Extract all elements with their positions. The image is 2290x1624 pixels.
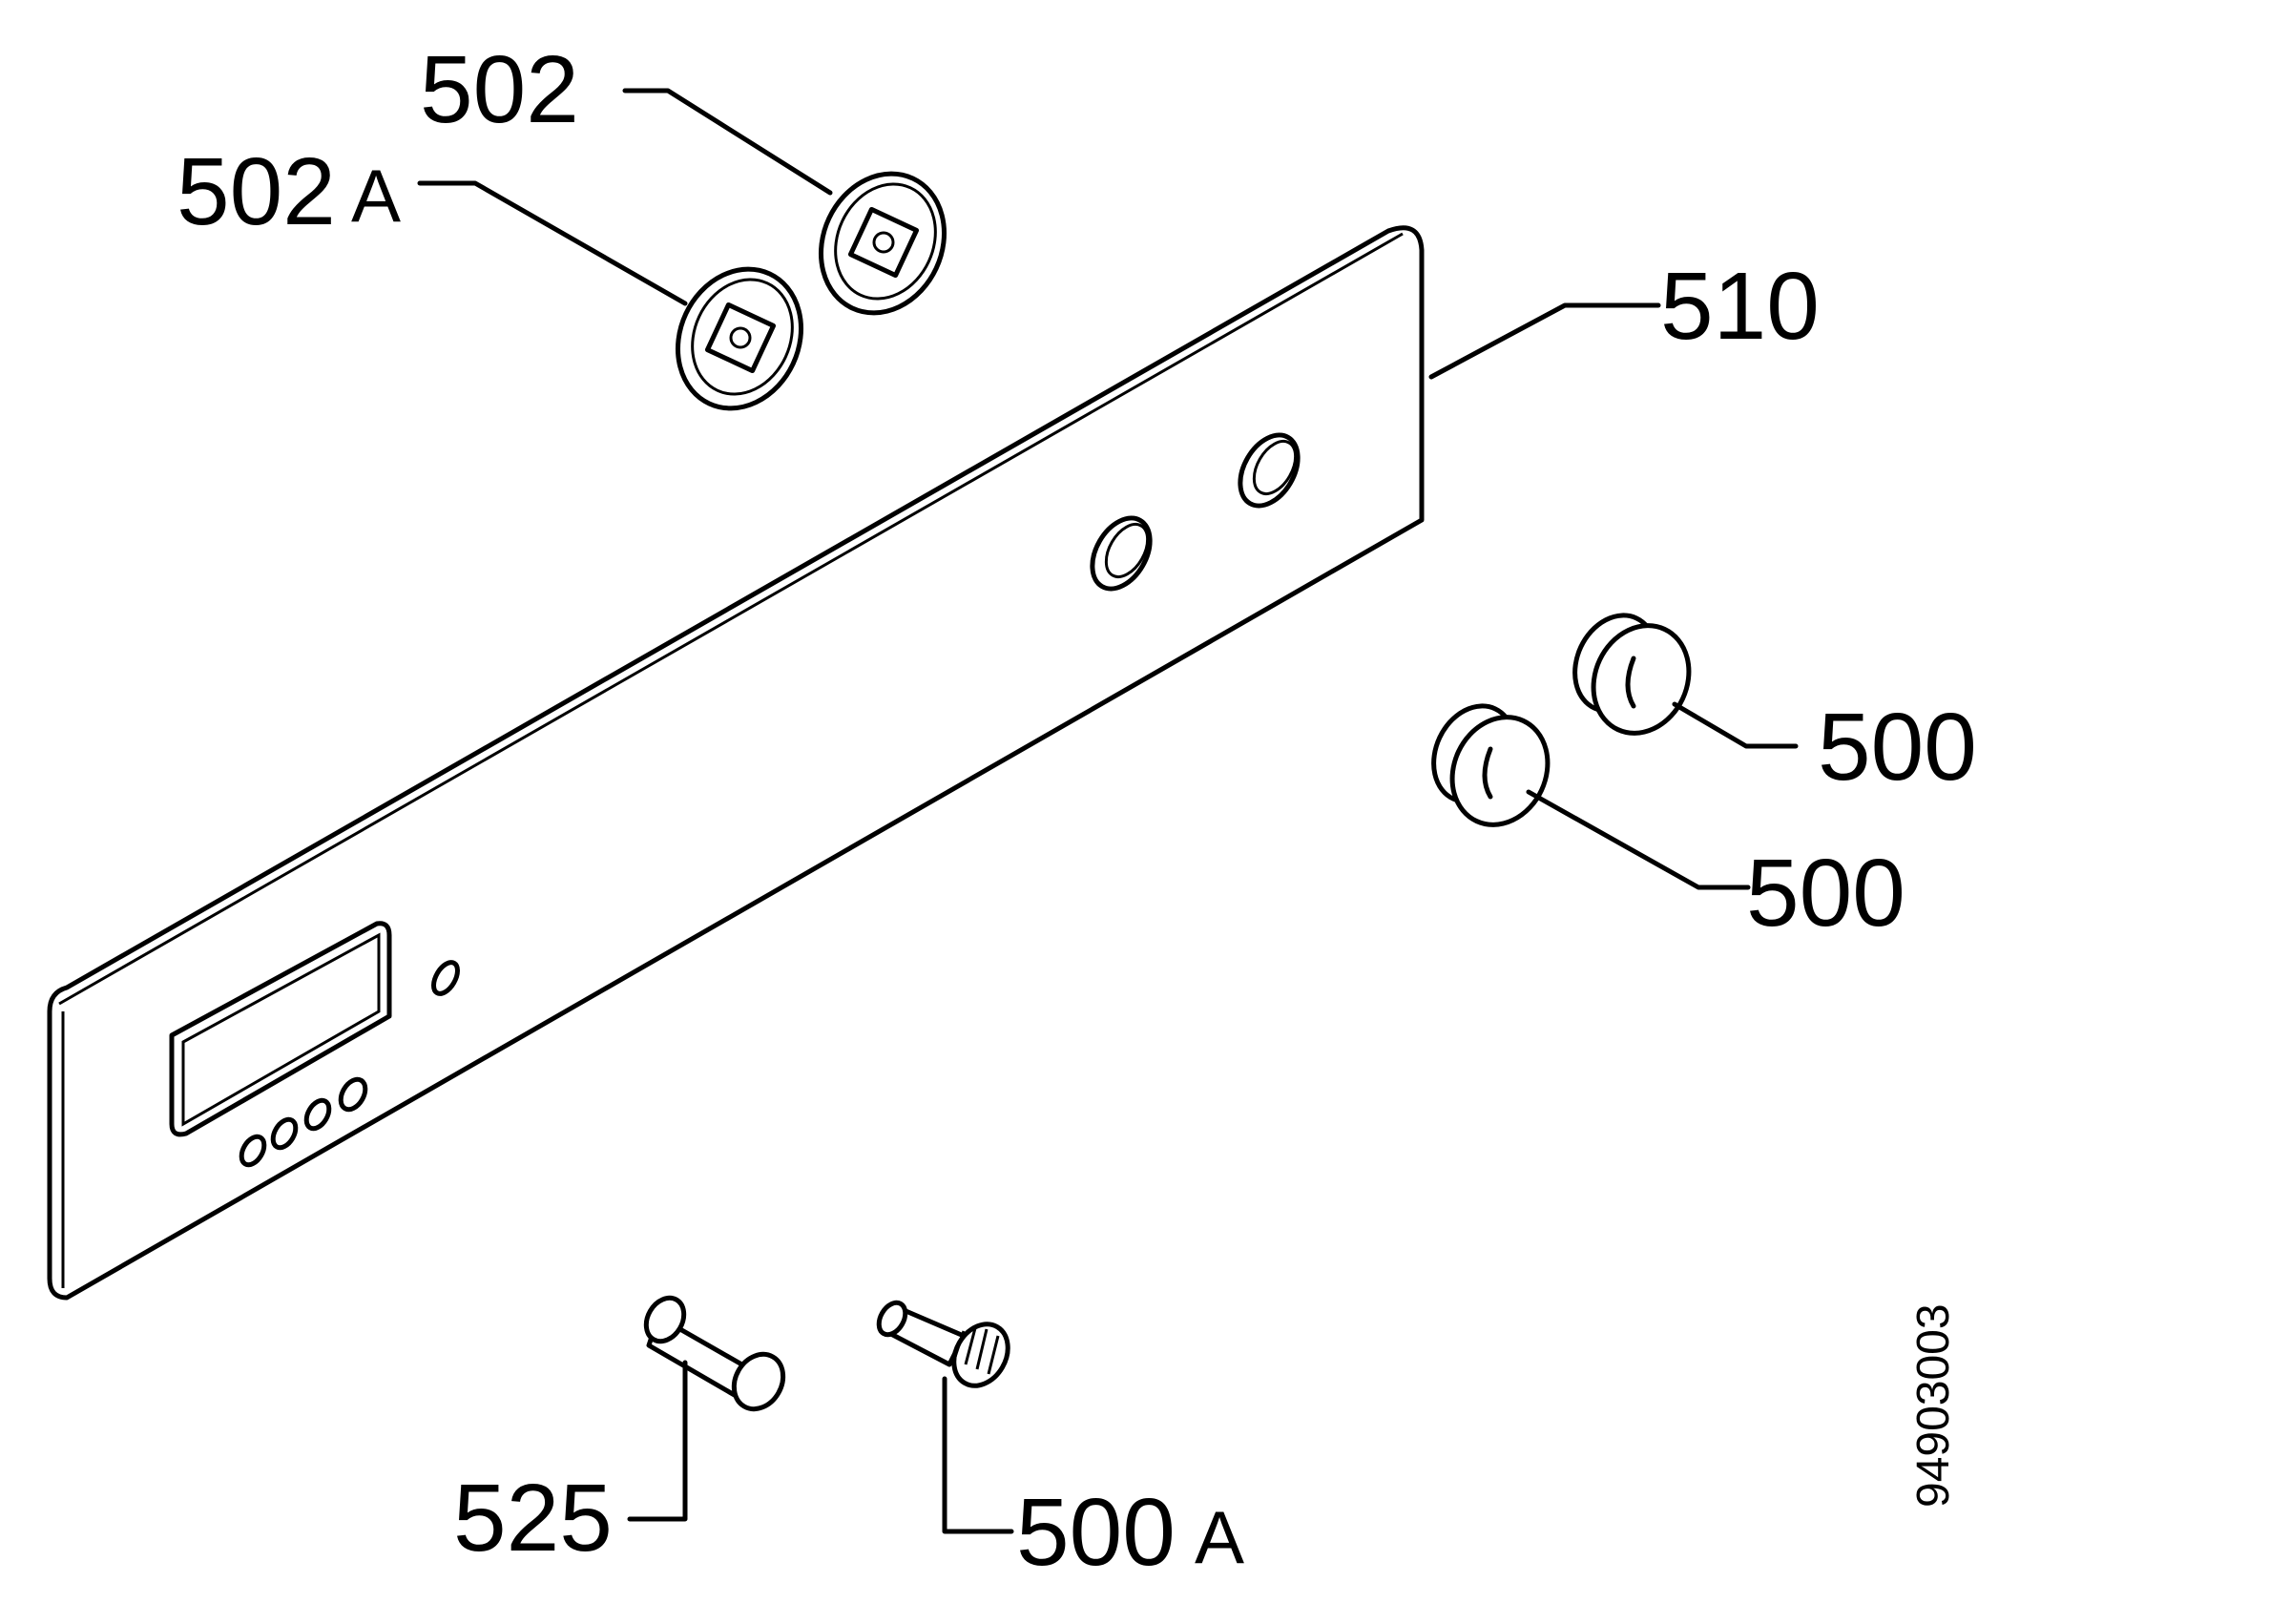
label-525: 525	[453, 1465, 613, 1572]
label-500-upper: 500	[1818, 694, 1977, 801]
label-502a-suffix: A	[351, 154, 401, 238]
label-500a-number: 500	[1016, 1479, 1176, 1586]
leader-lines	[417, 88, 1799, 1534]
fastener-525	[643, 1295, 786, 1412]
label-502a-number: 502	[177, 138, 336, 245]
bezel-502	[818, 171, 947, 316]
shaft-500a	[876, 1300, 1010, 1388]
label-510: 510	[1660, 253, 1820, 360]
knob-500-upper	[1572, 613, 1692, 736]
label-500-lower: 500	[1746, 840, 1905, 947]
label-500a-suffix: A	[1195, 1495, 1244, 1579]
knob-500-lower	[1431, 703, 1551, 827]
control-panel-510	[47, 225, 1425, 1301]
label-502: 502	[420, 36, 579, 143]
drawing-number: 94903003	[1908, 1303, 1959, 1508]
bezel-502a	[675, 266, 804, 411]
